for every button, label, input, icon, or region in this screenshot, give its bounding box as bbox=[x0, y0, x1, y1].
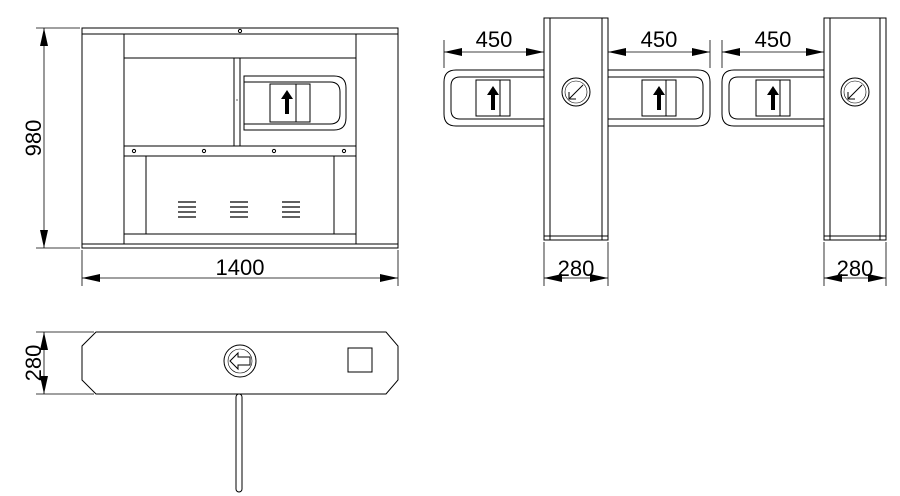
front-glass-panel bbox=[123, 57, 235, 147]
front-cabinet bbox=[145, 155, 335, 235]
up-arrow-icon bbox=[487, 86, 499, 110]
dimension-side-arm-left: 450 bbox=[443, 27, 544, 68]
dimension-side-depth-right: 280 bbox=[823, 242, 887, 286]
top-outline bbox=[81, 331, 399, 395]
dimension-top-depth: 280 bbox=[21, 331, 94, 395]
diagonal-arrow-indicator-icon bbox=[561, 77, 591, 107]
dimension-front-width: 1400 bbox=[81, 250, 399, 286]
up-arrow-icon bbox=[281, 90, 293, 114]
front-width-label: 1400 bbox=[216, 255, 265, 280]
up-arrow-icon bbox=[653, 86, 665, 110]
top-view bbox=[81, 331, 399, 493]
front-swing-flap bbox=[243, 75, 347, 131]
side-center-post bbox=[543, 17, 609, 241]
side-single-arm bbox=[721, 69, 824, 127]
side-arm-right-label: 450 bbox=[755, 27, 792, 52]
dimension-side-depth-left: 280 bbox=[543, 242, 609, 286]
side-single-post bbox=[823, 17, 887, 241]
front-outline bbox=[81, 27, 399, 249]
top-swing-arm bbox=[235, 393, 243, 493]
front-view bbox=[81, 27, 399, 249]
card-reader-square bbox=[347, 347, 373, 373]
side-arm-left-label: 450 bbox=[476, 27, 513, 52]
side-depth-right-label: 280 bbox=[837, 256, 874, 281]
diagonal-arrow-indicator-icon bbox=[840, 77, 870, 107]
side-view-single bbox=[721, 17, 887, 241]
up-arrow-icon bbox=[767, 86, 779, 110]
vent-grille bbox=[178, 201, 300, 218]
top-screw bbox=[237, 28, 243, 34]
front-height-label: 980 bbox=[21, 120, 46, 157]
side-depth-left-label: 280 bbox=[558, 256, 595, 281]
dimension-side-arm-right: 450 bbox=[721, 27, 824, 68]
side-arm-mid-label: 450 bbox=[641, 27, 678, 52]
side-view-double bbox=[443, 17, 711, 241]
side-left-arm bbox=[443, 69, 544, 127]
dimension-side-arm-mid: 450 bbox=[608, 27, 711, 68]
top-depth-label: 280 bbox=[21, 345, 46, 382]
side-right-arm bbox=[608, 69, 711, 127]
dimension-front-height: 980 bbox=[21, 27, 80, 249]
left-arrow-indicator-icon bbox=[223, 344, 257, 378]
